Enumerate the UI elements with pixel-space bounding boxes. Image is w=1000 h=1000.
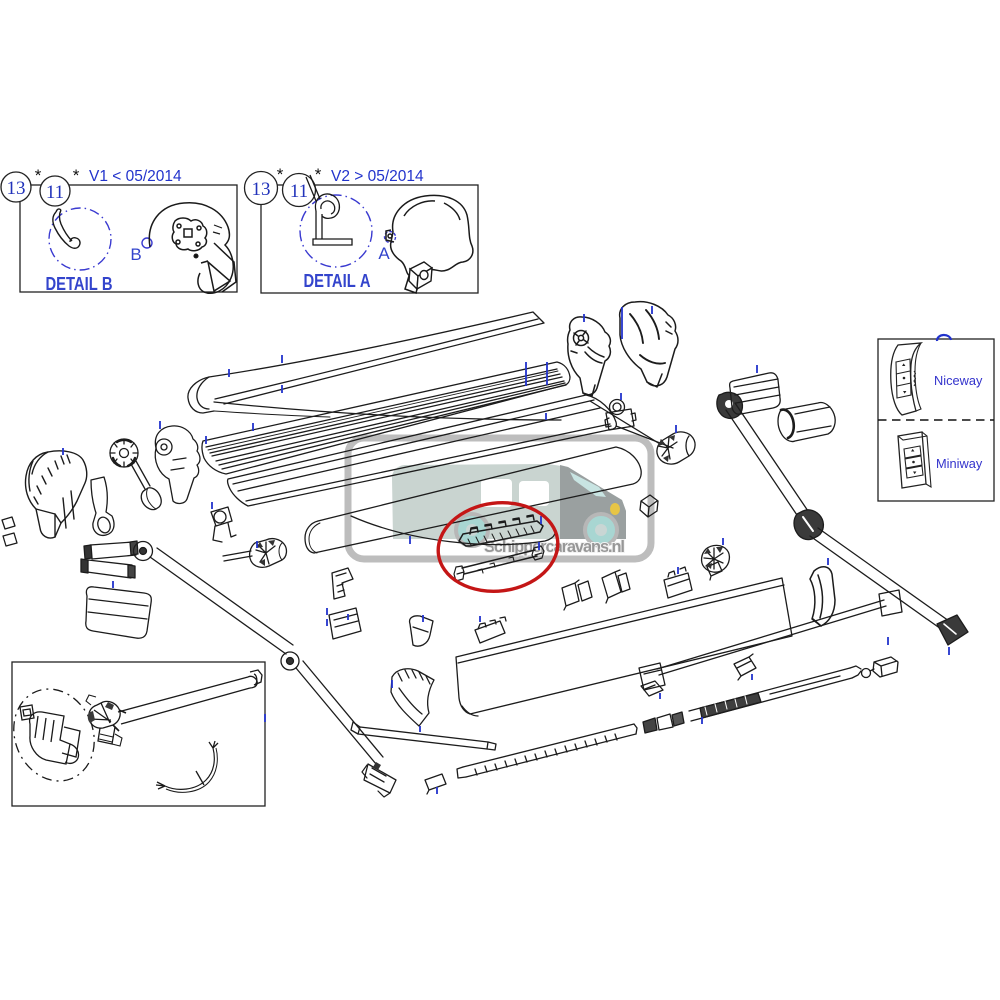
svg-text:Niceway: Niceway	[934, 373, 983, 388]
svg-text:*: *	[315, 165, 322, 184]
svg-text:Miniway: Miniway	[936, 456, 983, 471]
svg-text:13: 13	[7, 178, 26, 199]
svg-text:B: B	[130, 245, 141, 264]
svg-text:A: A	[378, 244, 390, 263]
svg-text:Schippercaravans.nl: Schippercaravans.nl	[484, 538, 625, 556]
svg-text:11: 11	[290, 181, 308, 202]
svg-text:V1 < 05/2014: V1 < 05/2014	[89, 168, 182, 185]
svg-text:*: *	[277, 165, 284, 184]
svg-text:*: *	[73, 166, 80, 185]
svg-text:V2 > 05/2014: V2 > 05/2014	[331, 168, 424, 185]
svg-text:11: 11	[46, 182, 64, 203]
svg-text:*: *	[35, 166, 42, 185]
svg-text:13: 13	[252, 179, 271, 200]
svg-text:DETAIL B: DETAIL B	[46, 274, 113, 294]
svg-text:DETAIL A: DETAIL A	[304, 271, 371, 291]
